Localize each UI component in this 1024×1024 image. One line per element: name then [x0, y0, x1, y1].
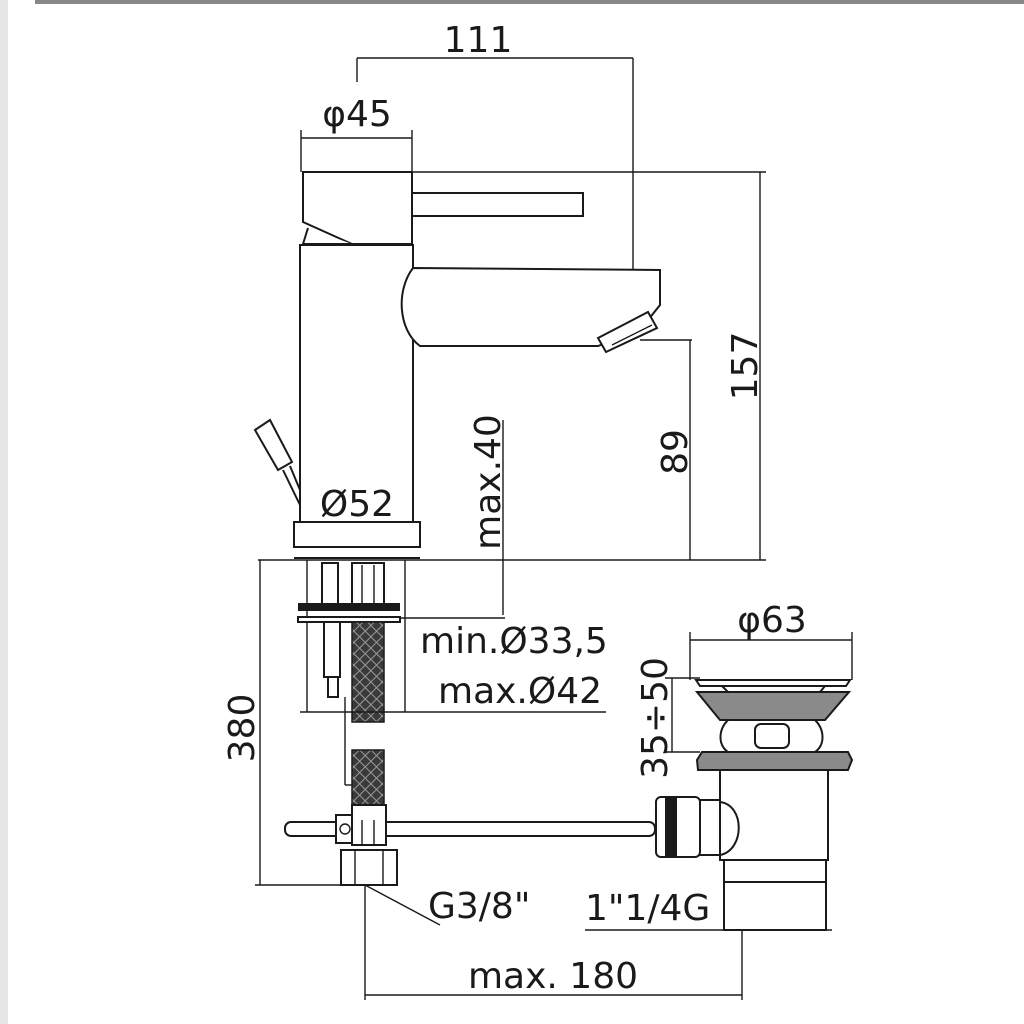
- label-spout-height: 89: [655, 429, 696, 475]
- label-waste-range: 35÷50: [635, 657, 676, 779]
- label-waste-thread: 1"1/4G: [585, 888, 710, 929]
- dim-waste-diameter: [689, 632, 853, 680]
- mixer-base: [258, 521, 766, 561]
- mixer-body: [299, 244, 661, 523]
- label-handle-diameter: φ45: [322, 94, 392, 135]
- side-pipe: [253, 418, 301, 506]
- label-total-height: 157: [725, 332, 766, 401]
- label-waste-diameter: φ63: [737, 600, 807, 641]
- leader-hose-thread: [364, 884, 441, 926]
- popup-rod: [284, 804, 656, 886]
- label-counter-thickness: max.40: [468, 414, 509, 550]
- label-hose-thread: G3/8": [428, 886, 530, 927]
- label-reach: 111: [444, 20, 513, 61]
- popup-waste: [655, 679, 854, 931]
- dim-hose-length: [255, 560, 345, 886]
- label-base-diameter: Ø52: [320, 484, 394, 525]
- label-max-hole: max.Ø42: [438, 671, 602, 712]
- label-min-hole: min.Ø33,5: [420, 621, 608, 662]
- label-hose-length: 380: [222, 694, 263, 763]
- dim-max-distance: [364, 885, 743, 1000]
- mixer-handle: [301, 171, 584, 245]
- dim-handle-diameter: [300, 130, 413, 172]
- frame-left: [0, 0, 8, 1024]
- dim-total-height: [412, 171, 766, 560]
- label-max-distance: max. 180: [468, 956, 638, 997]
- under-counter-fittings: [297, 560, 406, 806]
- dim-spout-height: [640, 339, 692, 560]
